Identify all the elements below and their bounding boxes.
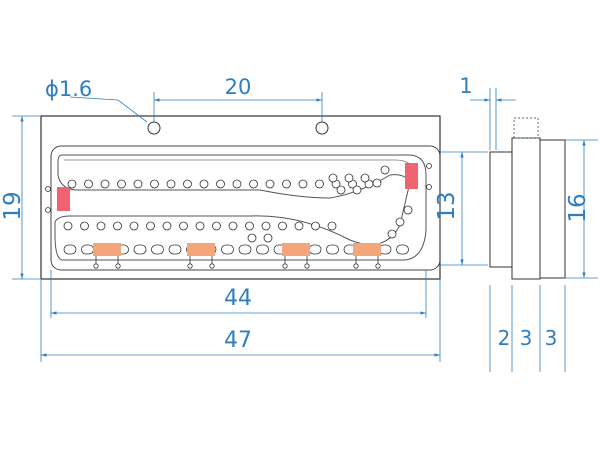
front-view <box>40 115 441 280</box>
channel-hole <box>212 221 221 231</box>
dim-side-depth-3: 3 <box>545 326 558 350</box>
channel-hole <box>67 179 77 189</box>
pin <box>426 163 432 169</box>
pin <box>45 186 51 192</box>
channel-slot <box>221 244 234 255</box>
pin <box>187 263 193 269</box>
pin <box>45 207 51 213</box>
channel-hole <box>96 221 106 231</box>
channel-hole <box>261 221 271 231</box>
channel-slot <box>238 244 252 255</box>
channel-hole <box>387 229 397 239</box>
channel-hole <box>80 221 89 231</box>
orange-pad <box>353 243 381 256</box>
mounting-hole <box>315 121 329 135</box>
channel-hole <box>328 173 338 183</box>
channel-hole <box>360 173 370 183</box>
channel-hole <box>150 179 159 189</box>
pin <box>304 263 310 269</box>
channel-hole <box>228 221 238 231</box>
mounting-hole <box>147 121 161 135</box>
channel-hole <box>162 221 172 231</box>
channel-hole <box>327 221 337 231</box>
upper-hole-row <box>67 165 390 195</box>
channel-hole <box>232 179 242 189</box>
channel-hole <box>315 179 324 189</box>
channel-hole <box>265 179 275 189</box>
dim-side-depth-1: 2 <box>498 326 511 350</box>
channel-hole <box>117 179 126 189</box>
channel-hole <box>195 221 205 231</box>
channel-inner-line <box>64 159 415 173</box>
channel-hole <box>372 178 382 188</box>
channel-slot <box>151 244 164 255</box>
channel-slot <box>326 244 339 255</box>
channel-slot <box>168 244 182 255</box>
orange-pad <box>282 243 310 256</box>
channel-hole <box>344 173 354 183</box>
channel-hole <box>84 179 93 189</box>
orange-pads <box>93 243 381 269</box>
side-view <box>489 117 566 280</box>
channel-hole <box>298 179 308 189</box>
channel-hole <box>183 179 192 189</box>
channel-slot <box>133 244 147 255</box>
channel-hole <box>100 179 110 189</box>
dim-width-inner: 44 <box>224 286 252 311</box>
channel-hole <box>166 179 176 189</box>
red-pad-left <box>57 187 70 211</box>
channel-hole <box>403 205 413 215</box>
channel-hole <box>245 221 254 231</box>
dim-height-inner: 13 <box>434 191 460 220</box>
channel-hole <box>179 221 188 231</box>
pin <box>115 263 121 269</box>
orange-pad <box>93 243 121 256</box>
dim-hole-pitch: 20 <box>225 75 252 99</box>
channel-hole <box>129 221 139 231</box>
channel-hole <box>199 179 209 189</box>
channel-hole <box>278 221 287 231</box>
orange-pad <box>187 243 215 256</box>
channel-hole <box>247 233 257 243</box>
channel-hole <box>311 221 320 231</box>
channel-slot <box>81 244 94 255</box>
pin <box>93 263 99 269</box>
channel-hole <box>336 185 346 195</box>
channel-hole <box>282 179 291 189</box>
channel-hole <box>63 221 73 231</box>
channel-slot <box>396 244 409 255</box>
channel-hole <box>146 221 155 231</box>
channel-hole <box>294 221 304 231</box>
channel-slot <box>256 244 269 255</box>
dim-width-overall: 47 <box>224 328 252 353</box>
channel-slot <box>308 244 322 255</box>
red-pad-right <box>405 163 418 189</box>
dim-side-height: 16 <box>565 193 591 222</box>
dimension-lines <box>12 88 598 372</box>
channel-hole <box>263 233 273 243</box>
dim-hole-dia: ϕ1.6 <box>45 77 92 101</box>
pin <box>282 263 288 269</box>
channel-slot <box>63 244 77 255</box>
dim-height-overall: 19 <box>0 191 26 220</box>
channel-hole <box>249 179 258 189</box>
lower-hole-row <box>63 205 413 243</box>
pin <box>353 263 359 269</box>
channel-hole <box>113 221 122 231</box>
dim-side-offset: 1 <box>459 74 472 98</box>
channel-hole <box>395 217 405 227</box>
pin <box>209 263 215 269</box>
channel-hole <box>216 179 225 189</box>
channel-hole <box>352 185 362 195</box>
pin <box>426 184 432 190</box>
dim-side-depth-2: 3 <box>520 326 533 350</box>
inner-recess <box>50 145 441 271</box>
channel-hole <box>380 165 390 175</box>
channel-hole <box>133 179 143 189</box>
pin <box>375 263 381 269</box>
